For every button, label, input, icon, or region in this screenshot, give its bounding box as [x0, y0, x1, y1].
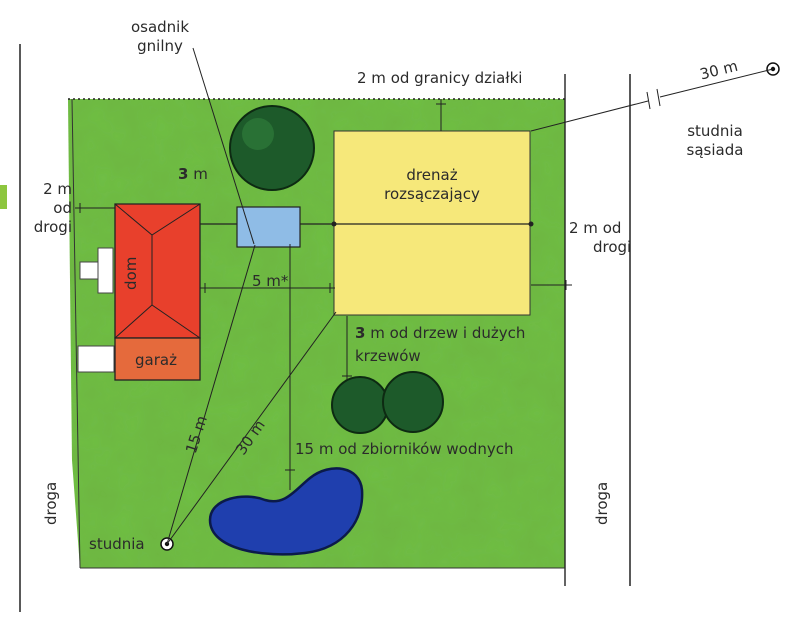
- trees-distance-num: 3: [355, 324, 366, 342]
- break-mark-2: [656, 88, 661, 107]
- line-well-drainage: [166, 311, 337, 545]
- septic-tank-label: osadnik gnilny: [100, 18, 220, 56]
- septic-tank-label-line2: gnilny: [137, 37, 183, 55]
- drainage-node-left: [331, 221, 337, 227]
- house-septic-distance-num: 3: [178, 165, 189, 183]
- house-septic-distance-label: 3 m: [178, 165, 208, 184]
- trees-distance-label: 3 m od drzew i dużych krzewów: [355, 324, 525, 366]
- drainage-field-label: drenaż rozsączający: [352, 166, 512, 204]
- well-label: studnia: [89, 535, 145, 553]
- road-right-label: droga: [593, 481, 611, 525]
- trees-distance-line1: 3 m od drzew i dużych: [355, 324, 525, 343]
- neighbor-well-label-line1: studnia: [687, 122, 743, 140]
- leader-septic: [192, 47, 255, 245]
- trees-distance-line2: krzewów: [355, 347, 421, 365]
- drainage-node-right: [528, 221, 534, 227]
- house-porch: [97, 247, 114, 294]
- house-roof-hip: [114, 304, 201, 339]
- house-septic-distance-unit: m: [188, 165, 208, 183]
- shrub-left: [331, 376, 389, 434]
- neighbor-well-label: studnia sąsiada: [665, 122, 765, 160]
- septic-tank-label-line1: osadnik: [130, 18, 190, 36]
- drainage-field-label-line2: rozsączający: [384, 185, 480, 203]
- pond: [208, 467, 364, 556]
- tree-top: [229, 105, 315, 191]
- garage-driveway: [77, 345, 115, 373]
- shrub-right: [382, 371, 444, 433]
- accent-tab: [0, 185, 7, 209]
- septic-tank: [236, 206, 301, 248]
- garage-label: garaż: [135, 351, 177, 369]
- road-left-distance-line1: 2 m: [43, 180, 72, 198]
- line-neighbor-well-b: [659, 68, 774, 98]
- line-well-septic: [166, 244, 256, 545]
- garage-roof: [114, 337, 201, 381]
- road-right-distance-label: 2 m od drogi: [569, 219, 631, 257]
- trees-distance-text: m od drzew i dużych: [365, 324, 526, 342]
- road-left-distance-label: 2 m od drogi: [20, 180, 72, 237]
- neighbor-well-label-line2: sąsiada: [686, 141, 744, 159]
- road-left-distance-line2: od: [53, 199, 72, 217]
- water-distance-label: 15 m od zbiorników wodnych: [295, 440, 514, 458]
- drainage-field-label-line1: drenaż: [406, 166, 458, 184]
- plot-border-left: [71, 98, 81, 569]
- plot-border-label: 2 m od granicy działki: [357, 69, 523, 87]
- road-left-distance-line3: drogi: [33, 218, 72, 236]
- house-label: dom: [122, 256, 140, 290]
- drainage-field: [333, 130, 531, 316]
- house-step: [79, 261, 99, 280]
- road-right-distance-line1: 2 m od: [569, 219, 622, 237]
- road-right-distance-line2: drogi: [593, 238, 632, 256]
- break-mark-1: [646, 91, 651, 110]
- road-left-label: droga: [42, 481, 60, 525]
- tree-top-highlight: [242, 118, 274, 150]
- line-neighbor-well-a: [530, 100, 649, 132]
- house-drainage-distance-label: 5 m*: [252, 272, 289, 290]
